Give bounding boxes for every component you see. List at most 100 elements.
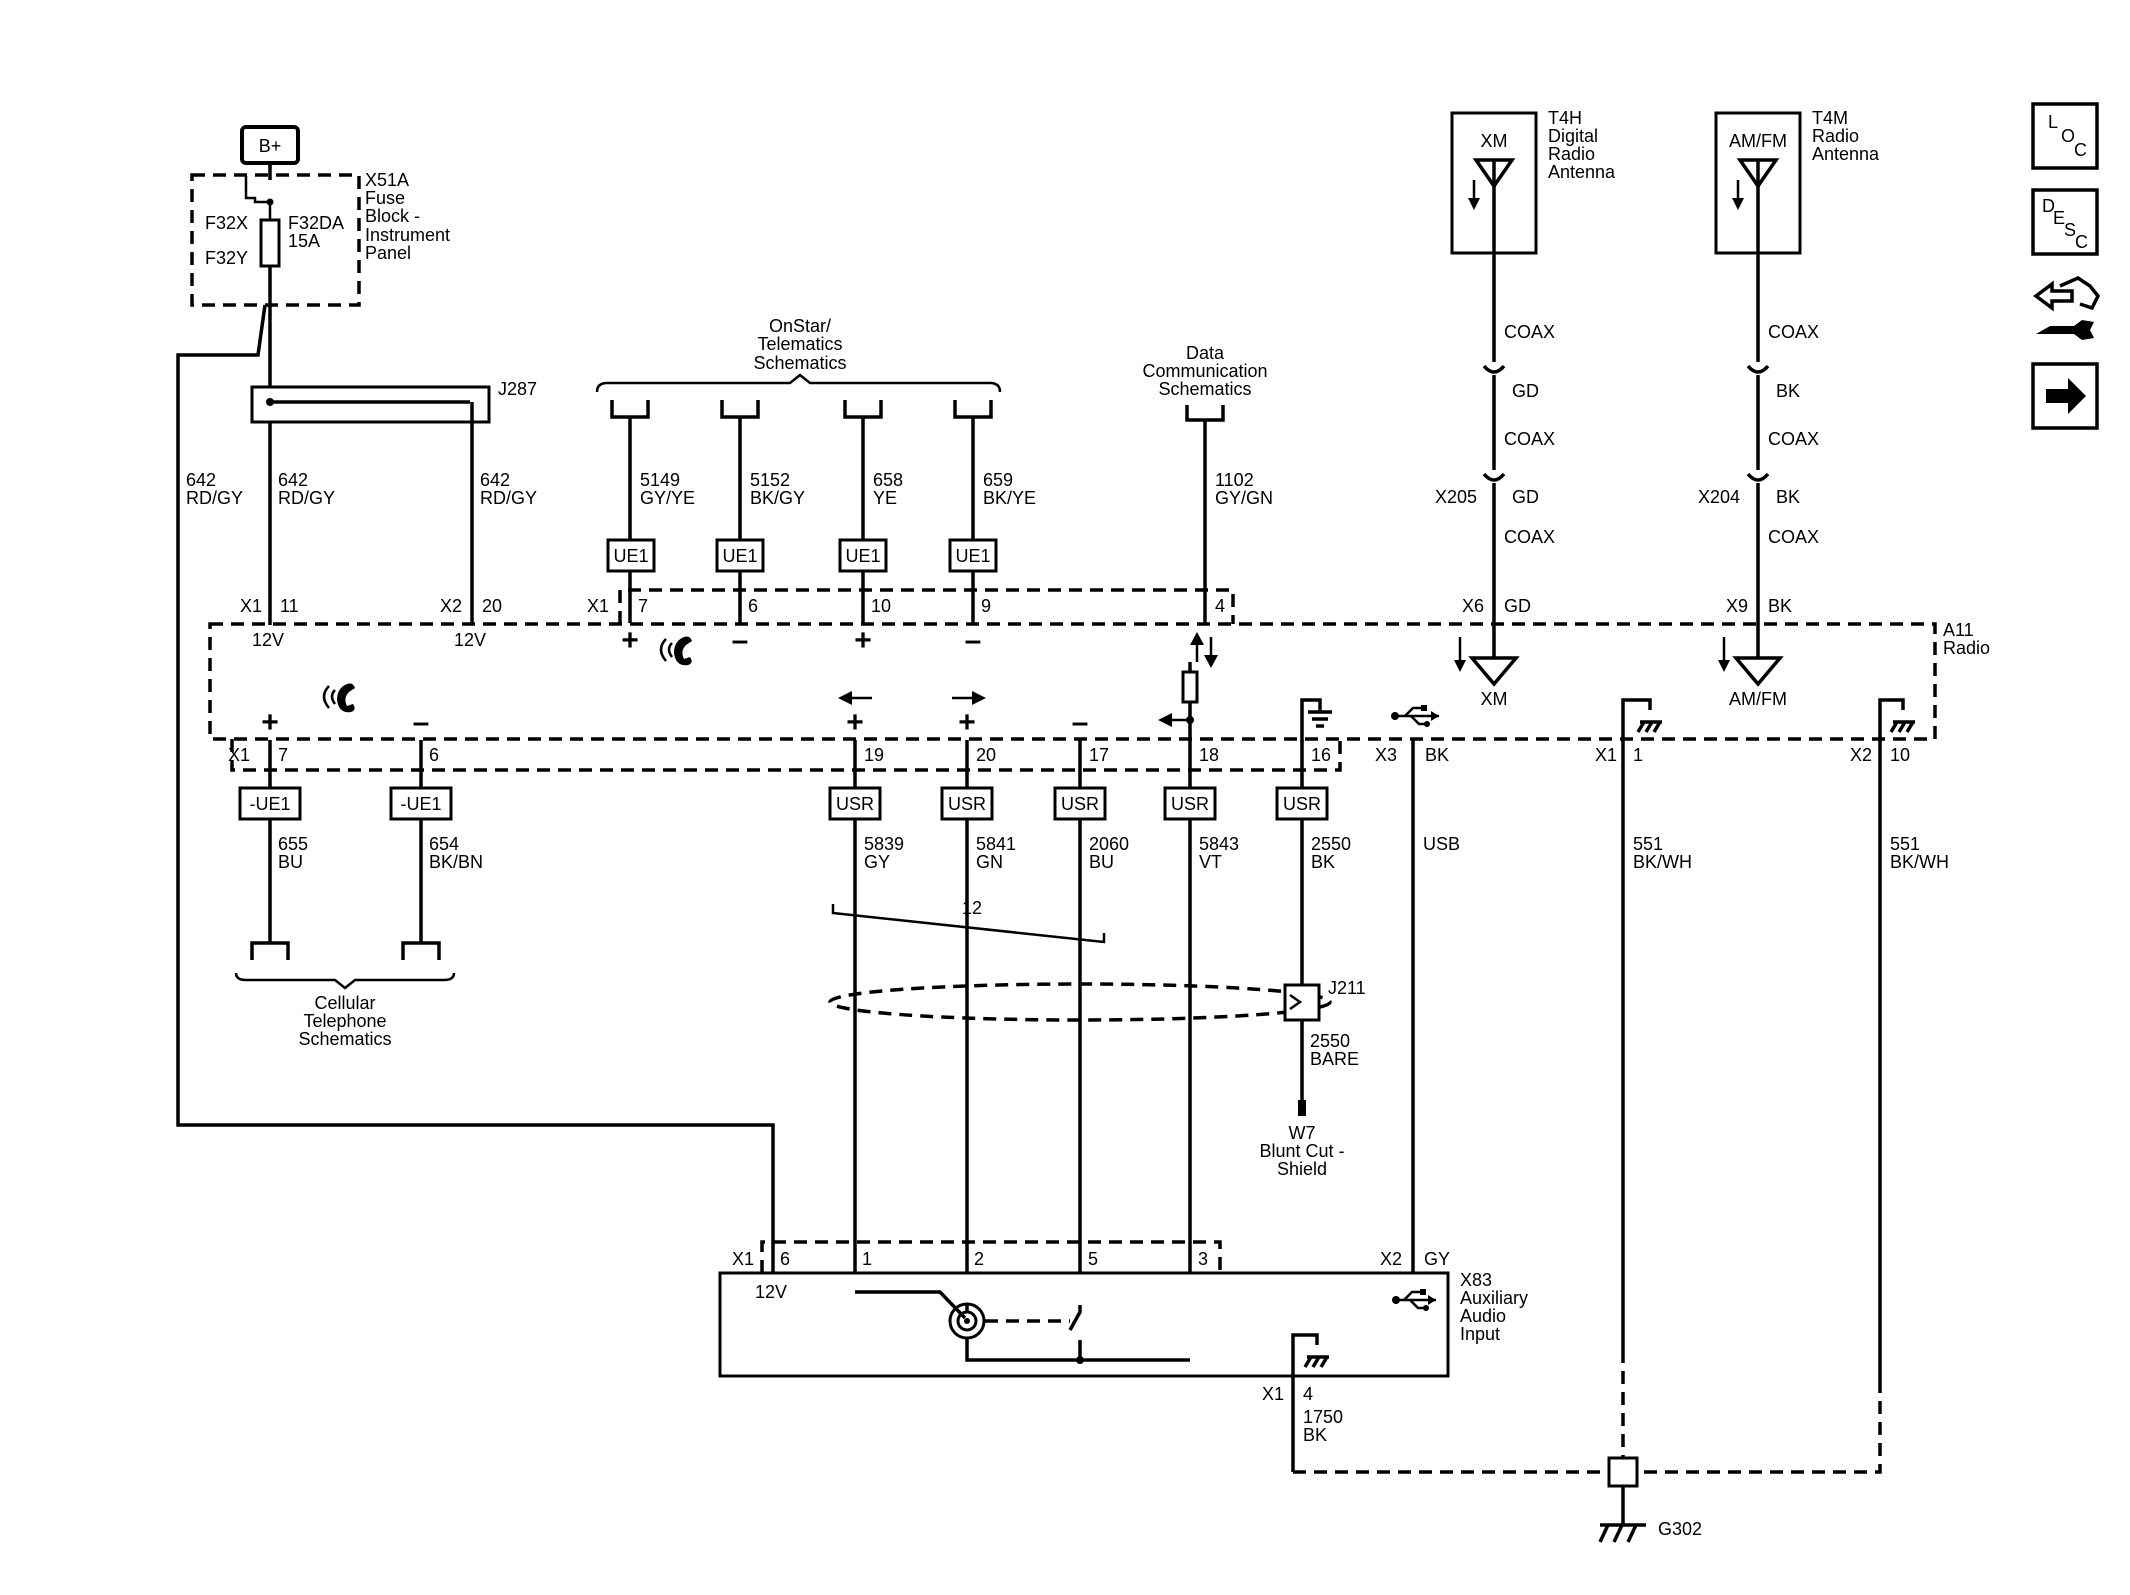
amfm-ant-label: AM/FM	[1729, 689, 1787, 709]
radio-module: A11 Radio	[208, 620, 1990, 772]
xm-ant-label: XM	[1481, 689, 1508, 709]
xm-gd-3: GD	[1504, 596, 1531, 616]
usr-wire-color: BK	[1311, 852, 1335, 872]
onstar-wire-color: YE	[873, 488, 897, 508]
aux-gy-label: GY	[1424, 1249, 1450, 1269]
onstar-wire-pin: 6	[748, 596, 758, 616]
aux-pin: 6	[780, 1249, 790, 1269]
onstar-wire-pin: 10	[871, 596, 891, 616]
aux-id: X83	[1460, 1270, 1492, 1290]
cell-wire-pin: 7	[278, 745, 288, 765]
cell-wire-1: + 7 -UE1 655 BU	[238, 706, 308, 960]
desc-letter-d: D	[2042, 196, 2055, 216]
onstar-title-3: Schematics	[753, 353, 846, 373]
usr-wire-color: VT	[1199, 852, 1222, 872]
xm-x6: X6	[1462, 596, 1484, 616]
usb-icon	[1391, 705, 1439, 727]
cell-wire-pin: 6	[429, 745, 439, 765]
cell-wire-color: BK/BN	[429, 852, 483, 872]
usr-wire-sign: –	[1072, 706, 1089, 739]
usr-label: USR	[1061, 794, 1099, 814]
amfm-coax-3: COAX	[1768, 527, 1819, 547]
datacomm-pin: 4	[1215, 596, 1225, 616]
usb-wire: X3 BK USB	[1375, 740, 1460, 1273]
ground-wire-color: BK/WH	[1890, 852, 1949, 872]
w7-id: W7	[1289, 1123, 1316, 1143]
desc-letter-e: E	[2053, 208, 2065, 228]
usr-wire-2: + 20 USR 5841 GN	[940, 706, 1016, 1305]
radio-id: A11	[1943, 620, 1974, 640]
fuse-block-name-1: Fuse	[365, 188, 405, 208]
xm-gd-1: GD	[1512, 381, 1539, 401]
usr-wire-num: 5841	[976, 834, 1016, 854]
desc-letter-s: S	[2064, 220, 2076, 240]
fuse-block: F32X F32Y F32DA 15A X51A Fuse Block - In…	[190, 170, 450, 408]
shield-ellipse	[828, 982, 1332, 1022]
usr-label: USR	[1283, 794, 1321, 814]
aux-name-1: Auxiliary	[1460, 1288, 1528, 1308]
ue1-label: UE1	[845, 546, 880, 566]
twist-count: 12	[962, 898, 982, 918]
cellular-phone-icon	[322, 683, 355, 713]
aux-12v: 12V	[755, 1282, 787, 1302]
usr-wire-color: GN	[976, 852, 1003, 872]
xm-coax-2: COAX	[1504, 429, 1555, 449]
usr-wire-pin: 18	[1199, 745, 1219, 765]
onstar-wire-sign: –	[732, 624, 749, 657]
radio-x2-label-b: X2	[1850, 745, 1872, 765]
amfm-coax-1: COAX	[1768, 322, 1819, 342]
radio-x1-label-a: X1	[240, 596, 262, 616]
desc-button[interactable]: D E S C	[2031, 188, 2099, 256]
onstar-wire-sign: +	[621, 624, 639, 657]
chassis-ground-icon-2	[1878, 698, 1915, 742]
loc-button[interactable]: L O C	[2031, 102, 2099, 170]
splice-j287: J287	[250, 379, 537, 625]
fuse-block-name-2: Block -	[365, 206, 420, 226]
radio-pin-1: 1	[1633, 745, 1643, 765]
onstar-wire-num: 5149	[640, 470, 680, 490]
radio-pin-11: 11	[280, 596, 299, 616]
cellular-title-3: Schematics	[298, 1029, 391, 1049]
phone-icon	[659, 636, 692, 666]
ground-wire-1: X1 1 551 BK/WH	[1595, 740, 1692, 1465]
j211-label: J211	[1328, 978, 1366, 998]
onstar-wire-3: UE1 658 YE 10 +	[838, 400, 903, 657]
aux-gnd-wire-num: 1750	[1303, 1407, 1343, 1427]
wire-642-aux	[176, 304, 775, 1282]
connector-repair-icon[interactable]	[2033, 276, 2101, 340]
radio-x1-label-d: X1	[1595, 745, 1617, 765]
usr-wire-num: 5843	[1199, 834, 1239, 854]
usr-wire-1: + 19 USR 5839 GY	[828, 706, 904, 1292]
xm-name-3: Antenna	[1548, 162, 1616, 182]
onstar-wire-num: 659	[983, 470, 1013, 490]
loc-letter-c: C	[2074, 140, 2087, 160]
onstar-wire-4: UE1 659 BK/YE 9 –	[948, 400, 1036, 657]
usr-wire-pin: 19	[864, 745, 884, 765]
radio-12v-a: 12V	[252, 630, 284, 650]
fuse-rating: 15A	[288, 231, 320, 251]
cellular-group: Cellular Telephone Schematics	[234, 972, 456, 1049]
usr-wire-num: 2550	[1311, 834, 1351, 854]
radio-x1-label-b: X1	[587, 596, 609, 616]
xm-gd-2: GD	[1512, 487, 1539, 507]
ground-wire-2: X2 10 551 BK/WH	[1637, 740, 1949, 1474]
radio-pin-20: 20	[482, 596, 502, 616]
amfm-bk-3: BK	[1768, 596, 1792, 616]
xm-x205: X205	[1435, 487, 1477, 507]
onstar-wire-color: BK/YE	[983, 488, 1036, 508]
cell-wire-sign: +	[261, 706, 279, 739]
fuse-block-id: X51A	[365, 170, 409, 190]
ground-g302: G302	[1598, 1456, 1702, 1543]
datacomm-wire-num: 1102	[1215, 470, 1254, 490]
desc-letter-c: C	[2075, 232, 2088, 252]
usr-wire-color: GY	[864, 852, 890, 872]
usr-wire-num: 5839	[864, 834, 904, 854]
wire-642-1-num: 642	[186, 470, 216, 490]
cell-wire-num: 655	[278, 834, 308, 854]
wire-642-2-color: RD/GY	[278, 488, 335, 508]
ground-wire-color: BK/WH	[1633, 852, 1692, 872]
xm-box-label: XM	[1481, 131, 1508, 151]
f32y-label: F32Y	[205, 248, 248, 268]
f32x-label: F32X	[205, 213, 248, 233]
right-arrow-icon[interactable]	[2031, 362, 2099, 430]
